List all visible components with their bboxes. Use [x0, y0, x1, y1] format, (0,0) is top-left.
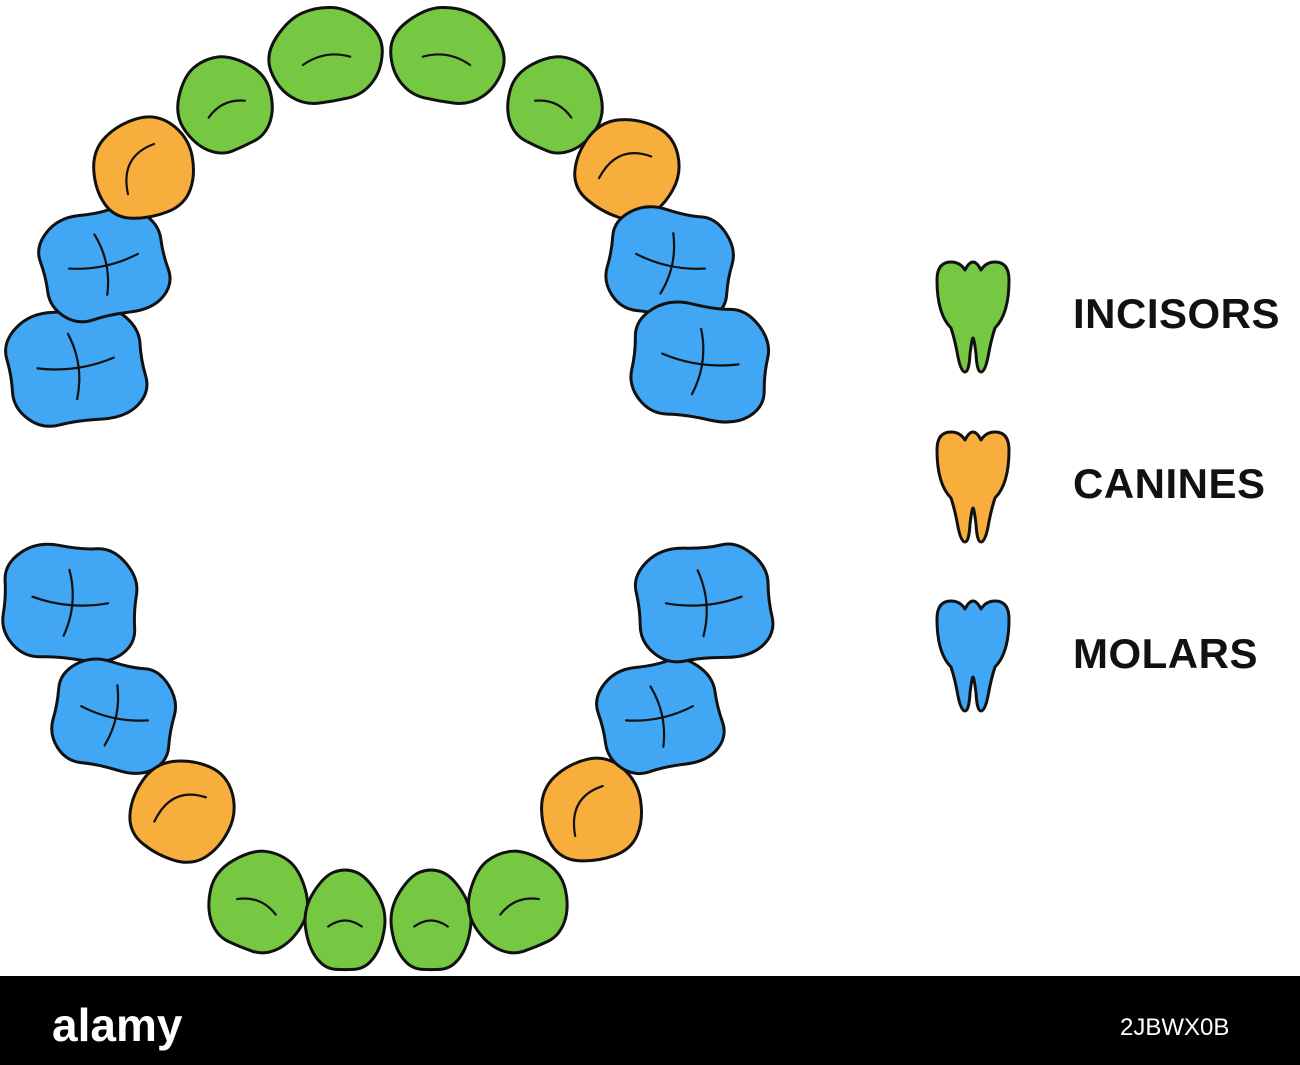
- canine-crown: [128, 759, 236, 864]
- canine-crown: [540, 756, 643, 863]
- watermark-code: 2JBWX0B: [1120, 1014, 1230, 1041]
- tooth-silhouette: [935, 430, 1011, 544]
- molar-crown: [37, 204, 172, 324]
- incisor-crown: [506, 55, 604, 155]
- groove-line: [572, 784, 604, 838]
- lower-canine-tooth: [128, 759, 236, 864]
- groove-line: [597, 152, 653, 180]
- groove-line: [533, 99, 573, 119]
- legend-label-canines: CANINES: [1073, 460, 1266, 507]
- legend-molar-icon: [935, 599, 1011, 713]
- upper-arch: [4, 5, 771, 428]
- groove-line: [659, 232, 676, 295]
- groove-line: [421, 53, 472, 67]
- tooth-silhouette: [935, 260, 1011, 374]
- upper-incisor-tooth: [176, 55, 274, 155]
- groove-line: [80, 705, 150, 722]
- legend-canine-icon: [935, 430, 1011, 544]
- groove-line: [690, 327, 705, 396]
- groove-line: [499, 897, 540, 916]
- molar-crown: [1, 542, 139, 664]
- groove-line: [664, 595, 743, 607]
- tooth-silhouette: [935, 599, 1011, 713]
- groove-line: [661, 352, 740, 367]
- legend-incisor-icon: [935, 260, 1011, 374]
- legend-label-molars: MOLARS: [1073, 630, 1258, 677]
- groove-line: [649, 685, 666, 748]
- groove-line: [696, 569, 708, 638]
- groove-line: [31, 595, 110, 607]
- canine-crown: [92, 115, 195, 220]
- groove-line: [125, 142, 156, 196]
- molar-crown: [629, 300, 771, 424]
- upper-molar-tooth: [629, 300, 771, 424]
- legend-label-incisors: INCISORS: [1073, 290, 1281, 337]
- groove-line: [236, 897, 277, 916]
- lower-molar-tooth: [1, 542, 139, 664]
- groove-line: [66, 332, 81, 401]
- lower-canine-tooth: [540, 756, 643, 863]
- groove-line: [103, 684, 120, 747]
- groove-line: [93, 233, 110, 296]
- upper-incisor-tooth: [506, 55, 604, 155]
- groove-line: [67, 252, 139, 270]
- groove-line: [624, 705, 694, 722]
- upper-incisor-tooth: [389, 5, 506, 105]
- lower-molar-tooth: [633, 542, 775, 664]
- lower-incisor-tooth: [466, 849, 569, 955]
- lower-incisor-tooth: [389, 868, 473, 972]
- groove-line: [635, 252, 707, 270]
- legend-icons: [935, 260, 1011, 713]
- watermark-bar: [0, 976, 1300, 1065]
- watermark-logo: alamy: [52, 999, 183, 1051]
- groove-line: [207, 99, 247, 119]
- lower-molar-tooth: [50, 657, 178, 775]
- groove-line: [413, 919, 449, 928]
- groove-line: [36, 356, 115, 371]
- upper-incisor-tooth: [267, 5, 384, 105]
- upper-canine-tooth: [92, 115, 195, 220]
- incisor-crown: [176, 55, 274, 155]
- groove-line: [62, 568, 74, 637]
- molar-crown: [50, 657, 178, 775]
- lower-incisor-tooth: [303, 868, 387, 972]
- molar-crown: [633, 542, 775, 664]
- groove-line: [301, 53, 352, 67]
- lower-arch: [1, 542, 775, 972]
- lower-incisor-tooth: [207, 849, 310, 955]
- groove-line: [153, 793, 208, 823]
- upper-molar-tooth: [37, 204, 172, 324]
- groove-line: [327, 919, 363, 928]
